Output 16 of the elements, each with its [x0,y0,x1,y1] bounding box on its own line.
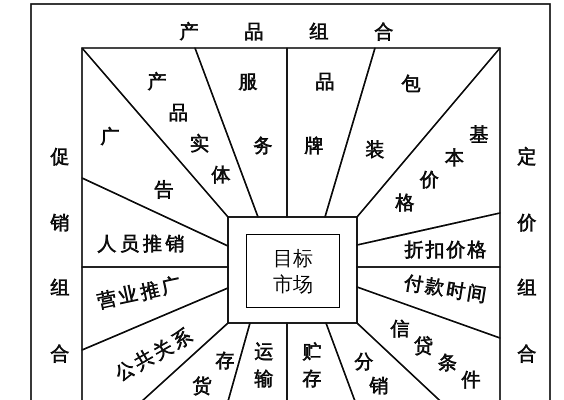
target-market-box: 目标市场 [246,234,340,308]
group-heading: 促销组合 [49,146,70,365]
segment-label: 折扣价格 [403,239,488,261]
segment-label: 公共关系 [114,328,193,382]
segment-label: 品牌 [303,71,336,157]
segment-label: 运输 [253,341,274,390]
segment-label: 贮存 [301,341,322,390]
segment-label: 人员推销 [96,233,186,255]
segment-label: 信贷条件 [389,318,482,391]
group-heading: 产品组合 [178,21,394,43]
segment-label: 营业推广 [96,275,182,311]
segment-label: 分销 [353,351,390,397]
segment-label: 付款时间 [403,273,488,305]
segment-label: 服务 [237,71,274,157]
segment-label: 存货 [192,350,236,397]
group-heading: 定价组合 [516,146,538,365]
